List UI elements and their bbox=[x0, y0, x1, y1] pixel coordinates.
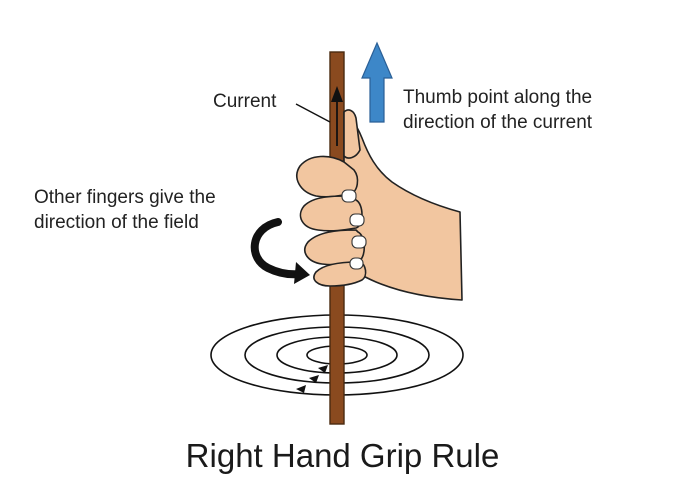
current-label: Current bbox=[213, 89, 276, 114]
diagram-title: Right Hand Grip Rule bbox=[185, 437, 500, 474]
hand-thumb bbox=[343, 109, 361, 159]
field-arrow-icon bbox=[309, 375, 319, 383]
nail bbox=[349, 213, 365, 227]
fingers-label-line-2: direction of the field bbox=[34, 212, 199, 233]
fingers-label: Other fingers give the direction of the … bbox=[34, 185, 216, 235]
current-label-text: Current bbox=[213, 91, 277, 112]
thumb-label-line-2: direction of the current bbox=[403, 112, 593, 133]
curl-arrowhead-icon bbox=[294, 262, 310, 284]
thumb-direction-arrow-icon bbox=[361, 41, 393, 123]
thumb-label-line-1: Thumb point along the bbox=[403, 87, 593, 108]
hand-palm bbox=[343, 111, 463, 301]
right-hand bbox=[296, 109, 463, 301]
curl-arrow-body bbox=[250, 218, 304, 279]
current-arrowhead-icon bbox=[331, 86, 343, 102]
field-direction-arrows bbox=[296, 365, 328, 393]
nail bbox=[351, 235, 367, 249]
thumb-label: Thumb point along the direction of the c… bbox=[403, 85, 592, 135]
nail bbox=[349, 257, 364, 270]
curl-direction-arrow bbox=[250, 218, 310, 284]
current-arrow bbox=[295, 86, 343, 146]
fingers-label-line-1: Other fingers give the bbox=[34, 187, 216, 208]
current-leader-line bbox=[295, 103, 331, 123]
field-arrow-icon bbox=[318, 365, 328, 373]
finger-1 bbox=[296, 155, 359, 198]
field-arrow-icon bbox=[296, 385, 306, 393]
fingernails bbox=[341, 189, 367, 270]
nail bbox=[341, 189, 357, 203]
finger-3 bbox=[304, 229, 366, 266]
